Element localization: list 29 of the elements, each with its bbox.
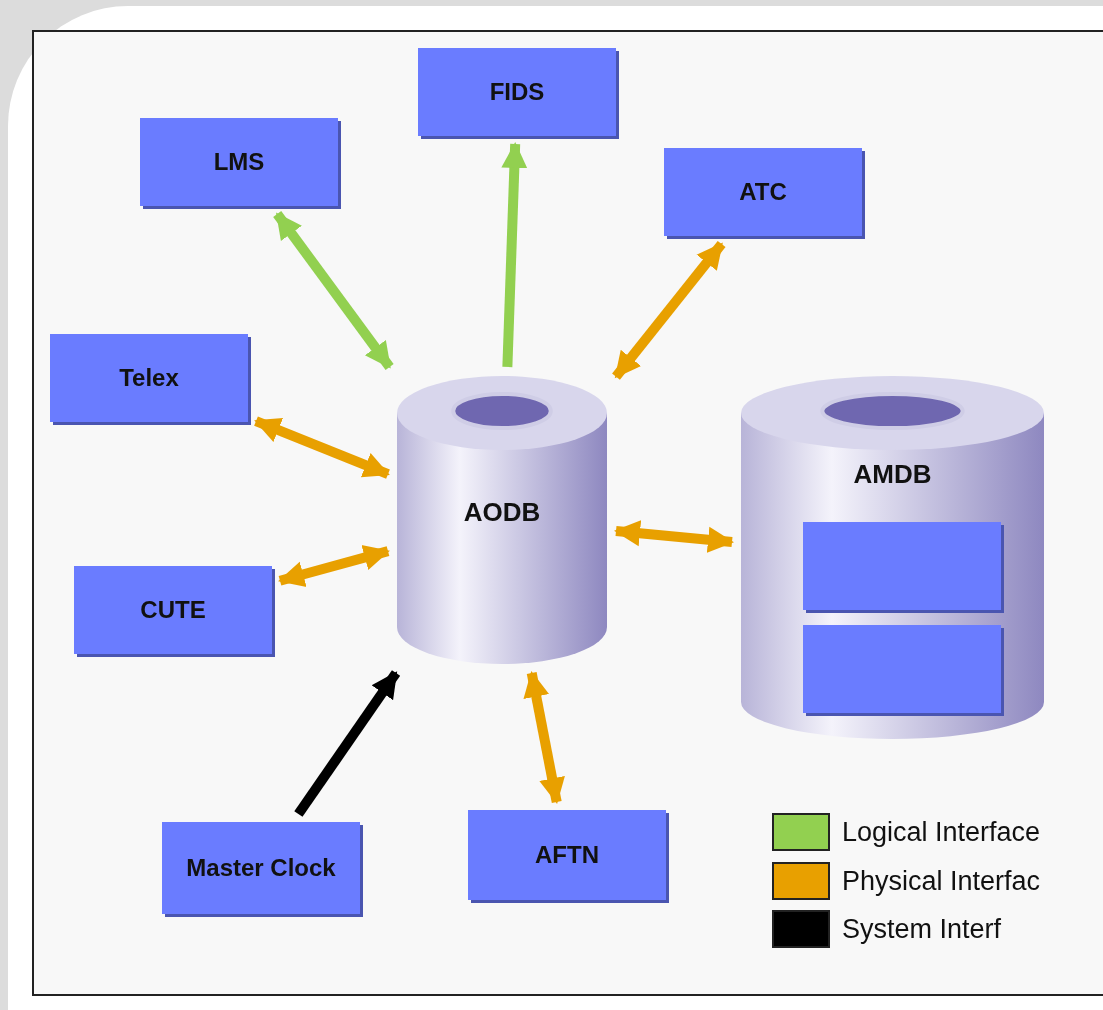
- system-box: [162, 822, 360, 914]
- system-box: [140, 118, 338, 206]
- node-label: AMDB: [852, 458, 933, 491]
- node-label: FIDS: [489, 77, 545, 107]
- node-label: ATC: [739, 177, 787, 207]
- system-box: [50, 334, 248, 422]
- node-label: Telex: [119, 363, 179, 393]
- arrow: [614, 520, 734, 553]
- legend-label: Physical Interfac: [842, 864, 1041, 898]
- node-label: LMS: [213, 147, 265, 177]
- arrow: [501, 142, 528, 368]
- system-box: [664, 148, 862, 236]
- system-box: [803, 522, 1001, 610]
- system-box: [468, 810, 666, 900]
- arrow: [294, 670, 401, 817]
- system-box: [418, 48, 616, 136]
- node-label: AODB: [462, 496, 542, 529]
- node-label: CUTE: [140, 595, 206, 625]
- arrow: [523, 671, 565, 804]
- node-label: Master Clock: [186, 853, 336, 883]
- node-label: AFTN: [535, 840, 599, 870]
- arrow: [254, 416, 390, 479]
- arrow: [612, 240, 726, 380]
- legend-label: System Interf: [842, 913, 1002, 946]
- system-box: [74, 566, 272, 654]
- legend-label: Logical Interface: [842, 816, 1041, 849]
- arrow: [273, 211, 394, 370]
- system-box: [803, 625, 1001, 713]
- arrow: [278, 545, 390, 587]
